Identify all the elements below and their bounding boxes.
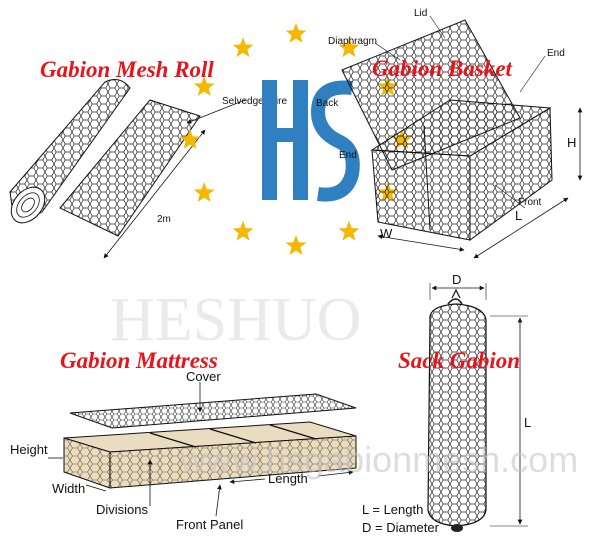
label-w: W	[380, 226, 393, 241]
sack-illustration	[427, 283, 528, 532]
label-roll-width: 2m	[157, 214, 171, 225]
label-front: Front	[518, 197, 542, 208]
logo-h-bar	[262, 128, 308, 142]
title-gabion-mesh-roll: Gabion Mesh Roll	[40, 57, 214, 82]
mattress-cover	[69, 393, 357, 429]
selvedge-pointer	[186, 99, 246, 124]
mesh-roll-illustration	[9, 79, 246, 259]
title-gabion-mattress: Gabion Mattress	[60, 348, 218, 373]
sack-body	[427, 303, 487, 527]
logo-star	[338, 37, 360, 58]
label-cover: Cover	[186, 369, 221, 384]
mattress-illustration	[48, 382, 357, 517]
label-length: Length	[268, 471, 308, 486]
label-end-left: End	[339, 150, 357, 161]
title-sack-gabion: Sack Gabion	[398, 348, 520, 373]
label-back: Back	[316, 98, 339, 109]
label-sack-d: D	[452, 272, 461, 287]
label-end-top: End	[547, 48, 565, 59]
label-divisions: Divisions	[96, 502, 149, 517]
basket-illustration	[341, 15, 583, 259]
basket-length-dimension	[473, 197, 569, 259]
logo-star	[338, 220, 360, 241]
label-l: L	[515, 208, 522, 223]
watermark-brand: HESHUO	[110, 286, 361, 354]
logo-star	[232, 37, 254, 58]
mattress-end	[63, 437, 111, 489]
roll-end	[10, 186, 46, 224]
title-gabion-basket: Gabion Basket	[372, 56, 513, 81]
label-width: Width	[52, 481, 85, 496]
label-height: Height	[10, 442, 48, 457]
label-front-panel: Front Panel	[176, 517, 243, 532]
legend-length: L = Length	[362, 502, 423, 517]
legend-diameter: D = Diameter	[362, 520, 440, 535]
logo-star	[193, 76, 215, 96]
logo-s	[310, 80, 360, 202]
logo-star	[285, 235, 307, 255]
label-h: H	[567, 135, 576, 150]
label-diaphragm: Diaphragm	[328, 36, 377, 47]
logo-star	[179, 129, 201, 149]
roll-width-dimension	[103, 129, 206, 259]
hs-logo	[262, 80, 360, 202]
label-sack-l: L	[524, 415, 531, 430]
logo-star	[232, 220, 254, 241]
watermark-url: www.hsgabionmesh.com	[179, 439, 578, 480]
label-lid: Lid	[414, 8, 427, 19]
basket-width-dimension	[377, 234, 465, 252]
logo-star	[285, 23, 307, 43]
logo-star	[193, 182, 215, 202]
label-selvedge-wire: Selvedge Wire	[222, 96, 287, 107]
basket-front	[371, 149, 471, 241]
